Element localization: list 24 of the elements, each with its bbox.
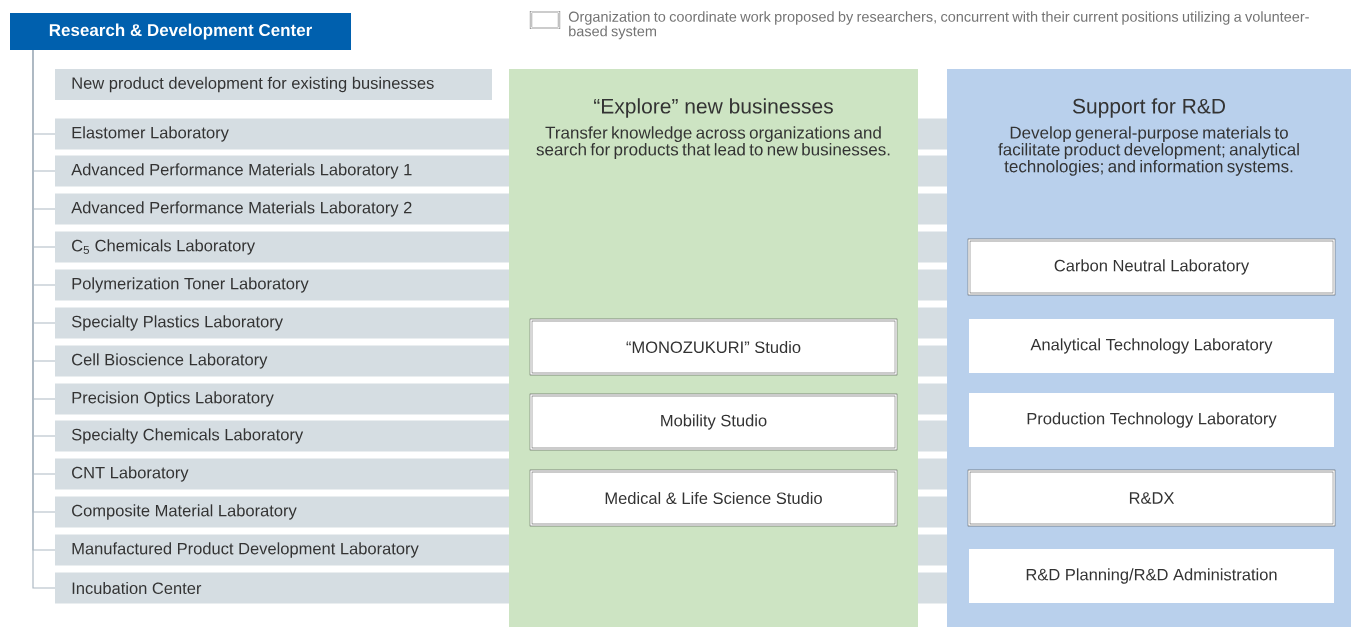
lab-bar: Precision Optics Laboratory — [55, 383, 509, 415]
unit-box: R&DX — [967, 469, 1336, 527]
header-box: Research & Development Center — [10, 13, 351, 50]
lab-bar: Specialty Plastics Laboratory — [55, 307, 509, 339]
unit-box: R&D Planning/R&D Administration — [969, 549, 1334, 603]
lab-bar: Elastomer Laboratory — [55, 118, 509, 150]
unit-box: Production Technology Laboratory — [969, 393, 1334, 447]
unit-box: Carbon Neutral Laboratory — [967, 238, 1336, 296]
unit-box: Analytical Technology Laboratory — [969, 319, 1334, 373]
lab-bar: CNT Laboratory — [55, 458, 509, 490]
lab-bar: Specialty Chemicals Laboratory — [55, 420, 509, 452]
lab-bar: Advanced Performance Materials Laboratory 1 — [55, 155, 509, 187]
lab-bar: Incubation Center — [55, 572, 509, 604]
lab-bar: Composite Material Laboratory — [55, 496, 509, 528]
unit-box: Mobility Studio — [529, 393, 898, 451]
unit-box: “MONOZUKURI” Studio — [529, 318, 898, 376]
legend-text: Organization to coordinate work proposed by researchers, concurrent with their current positions utilizing a volunteer-based system — [568, 11, 1309, 40]
lab-bar: Manufactured Product Development Laboratory — [55, 534, 509, 566]
lab-bar: Polymerization Toner Laboratory — [55, 269, 509, 301]
lab-bar: Advanced Performance Materials Laboratory 2 — [55, 193, 509, 225]
unit-box: Medical & Life Science Studio — [529, 469, 898, 527]
lab-bar: Cell Bioscience Laboratory — [55, 345, 509, 377]
lab-bar: New product development for existing businesses — [55, 69, 492, 100]
lab-bar: C$_{5}$ Chemicals Laboratory — [55, 231, 509, 263]
